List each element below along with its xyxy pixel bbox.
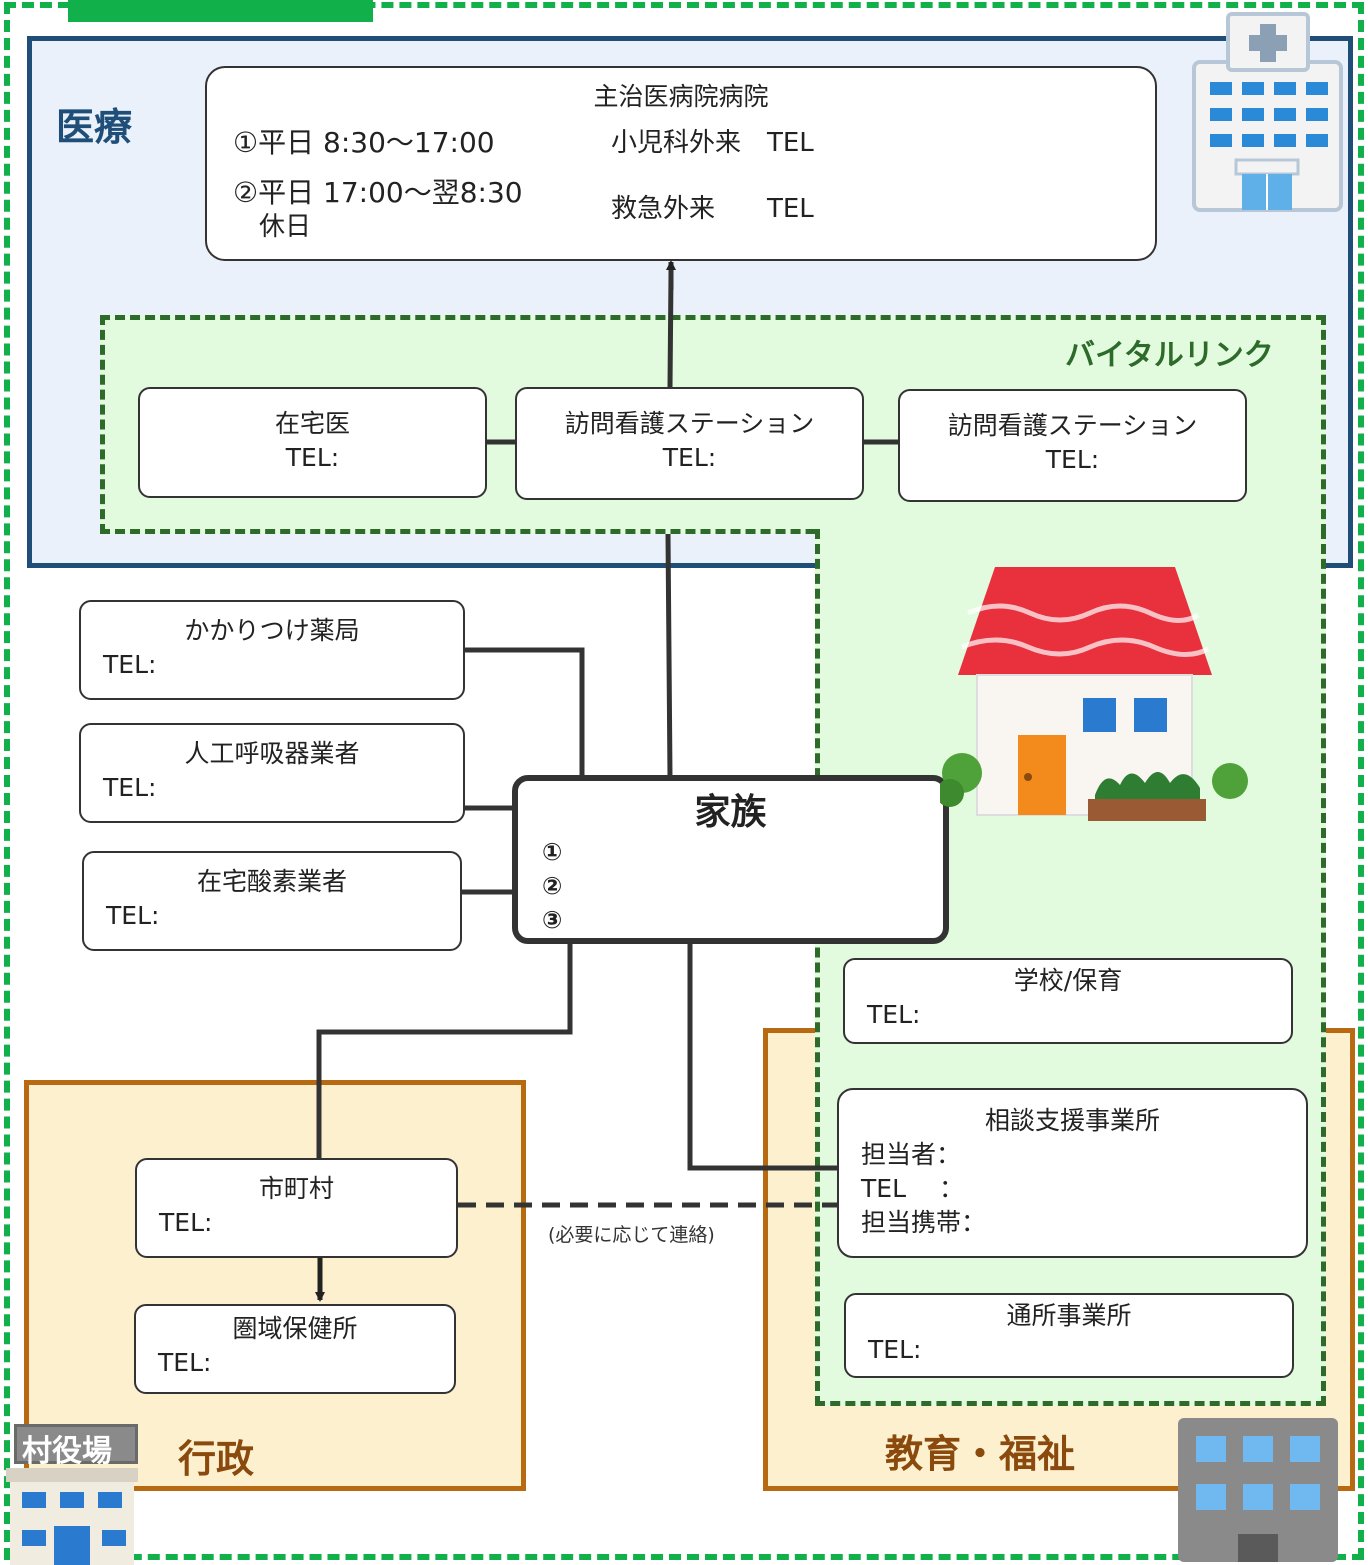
oxygen-vendor-tel: TEL: <box>106 901 160 930</box>
school-tel: TEL: <box>867 1000 921 1029</box>
school-box: 学校/保育 TEL: <box>843 958 1293 1044</box>
outer-frame <box>4 2 1364 1560</box>
hospital-weekday-time: ①平日 8:30〜17:00 <box>233 126 495 159</box>
family-contact-1: ① <box>542 838 563 866</box>
nursing-station-1-name: 訪問看護ステーション <box>564 409 815 438</box>
hospital-box: 主治医病院病院 ①平日 8:30〜17:00 小児科外来 TEL ②平日 17:… <box>205 66 1157 261</box>
city-office-box: 市町村 TEL: <box>135 1158 458 1258</box>
health-center-name: 圏域保健所 <box>232 1314 358 1343</box>
home-doctor-box: 在宅医 TEL: <box>138 387 487 498</box>
consultation-tel: TEL ： <box>861 1174 964 1203</box>
consultation-support-name: 相談支援事業所 <box>984 1106 1160 1135</box>
city-office-name: 市町村 <box>258 1174 334 1203</box>
family-contact-2: ② <box>542 872 563 900</box>
oxygen-vendor-box: 在宅酸素業者 TEL: <box>82 851 462 951</box>
pharmacy-box: かかりつけ薬局 TEL: <box>79 600 465 700</box>
consultation-person: 担当者： <box>861 1140 962 1169</box>
family-box: 家族 ① ② ③ <box>512 775 949 944</box>
connector-family-consult <box>687 944 838 1171</box>
family-contact-3: ③ <box>542 906 563 934</box>
nursing-station-2-name: 訪問看護ステーション <box>947 411 1198 440</box>
village-office-icon: 村役場 <box>6 1424 138 1565</box>
daycare-name: 通所事業所 <box>1006 1301 1132 1330</box>
contact-as-needed-note: (必要に応じて連絡) <box>548 1224 715 1246</box>
vital-link-title: バイタルリンク <box>1065 338 1274 373</box>
hospital-building-icon <box>1192 12 1343 212</box>
hospital-night-time: ②平日 17:00〜翌8:30 <box>233 176 523 209</box>
daycare-tel: TEL: <box>868 1335 922 1364</box>
nursing-station-1-tel: TEL: <box>662 443 717 472</box>
ventilator-vendor-name: 人工呼吸器業者 <box>184 739 360 768</box>
header-tab <box>68 0 373 22</box>
city-office-tel: TEL: <box>159 1208 213 1237</box>
hospital-holiday: 休日 <box>259 212 312 242</box>
office-building-icon <box>1178 1418 1338 1562</box>
home-doctor-name: 在宅医 <box>274 409 350 438</box>
nursing-station-box-2: 訪問看護ステーション TEL: <box>898 389 1247 502</box>
edu-welfare-title: 教育・福祉 <box>885 1432 1076 1476</box>
connector-family-nursing <box>665 533 673 778</box>
house-icon <box>940 567 1248 821</box>
home-doctor-tel: TEL: <box>285 443 340 472</box>
medical-zone-title: 医療 <box>56 105 133 149</box>
pharmacy-name: かかりつけ薬局 <box>184 616 360 645</box>
admin-zone <box>24 1080 526 1491</box>
pharmacy-tel: TEL: <box>103 650 157 679</box>
ventilator-vendor-box: 人工呼吸器業者 TEL: <box>79 723 465 823</box>
school-name: 学校/保育 <box>1013 966 1123 995</box>
nursing-station-2-tel: TEL: <box>1045 445 1100 474</box>
oxygen-vendor-name: 在宅酸素業者 <box>196 867 347 896</box>
hospital-title: 主治医病院病院 <box>593 82 769 111</box>
family-title: 家族 <box>694 792 767 833</box>
admin-zone-title: 行政 <box>178 1437 255 1481</box>
hospital-emergency: 救急外来 TEL <box>611 194 814 224</box>
connector-family-city <box>316 944 573 1160</box>
health-center-box: 圏域保健所 TEL: <box>134 1304 456 1394</box>
village-office-sign: 村役場 <box>22 1434 112 1469</box>
connector-nursing-hospital <box>667 274 674 388</box>
consultation-support-box: 相談支援事業所 担当者： TEL ： 担当携帯： <box>837 1088 1308 1258</box>
health-center-tel: TEL: <box>158 1348 212 1377</box>
daycare-box: 通所事業所 TEL: <box>844 1293 1294 1378</box>
hospital-pediatrics: 小児科外来 TEL <box>611 128 814 158</box>
connector-pharmacy-family <box>464 647 585 777</box>
ventilator-vendor-tel: TEL: <box>103 773 157 802</box>
consultation-mobile: 担当携帯： <box>861 1208 987 1237</box>
nursing-station-box-1: 訪問看護ステーション TEL: <box>515 387 864 500</box>
